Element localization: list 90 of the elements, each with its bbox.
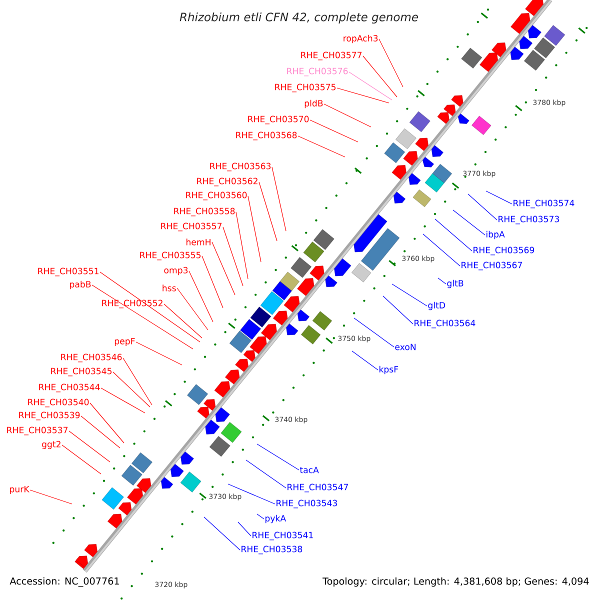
leader-line bbox=[112, 372, 150, 408]
gene-label: gltB bbox=[447, 280, 464, 288]
gene-label: RHE_CH03540 bbox=[28, 398, 89, 408]
leader-line bbox=[352, 350, 378, 370]
gene-label: hss bbox=[162, 284, 176, 292]
leader-line bbox=[204, 516, 240, 550]
leader-line bbox=[176, 288, 208, 330]
leader-line bbox=[362, 56, 398, 98]
info-text: Accession: NC_007761 bbox=[10, 577, 119, 587]
gene-label: RHE_CH03541 bbox=[252, 532, 313, 540]
leader-line bbox=[452, 210, 486, 236]
leader-line bbox=[246, 460, 286, 488]
gene-label: purK bbox=[10, 486, 30, 494]
leader-line bbox=[348, 72, 392, 100]
gene-label: omp3 bbox=[164, 266, 188, 276]
gene-label: gltD bbox=[428, 302, 446, 310]
gene-label: RHE_CH03538 bbox=[242, 546, 302, 554]
leader-line bbox=[100, 272, 200, 342]
leader-line bbox=[336, 88, 390, 104]
gene-label: RHE_CH03558 bbox=[174, 208, 235, 216]
leader-line bbox=[100, 388, 146, 414]
leader-line bbox=[392, 284, 428, 306]
gene-label: pabB bbox=[70, 280, 91, 290]
leader-line bbox=[80, 416, 120, 448]
gene-label: RHE_CH03539 bbox=[19, 412, 80, 420]
gene-label: RHE_CH03543 bbox=[276, 500, 338, 508]
leader-line bbox=[228, 484, 276, 504]
leader-line bbox=[468, 194, 498, 220]
leader-line bbox=[30, 490, 72, 504]
gene-label: RHE_CH03575 bbox=[275, 84, 336, 92]
leader-line bbox=[164, 304, 202, 338]
gene-label: RHE_CH03555 bbox=[140, 252, 201, 260]
gene-label: tacA bbox=[300, 466, 319, 474]
title: Rhizobium etli CFN 42, complete genome bbox=[180, 12, 418, 24]
leader-line bbox=[90, 402, 124, 444]
gene-label: exoN bbox=[395, 344, 416, 350]
leader-line bbox=[92, 284, 194, 350]
leader-line bbox=[68, 430, 110, 462]
leader-line bbox=[236, 212, 248, 280]
leader-line bbox=[202, 256, 224, 308]
gene-label: RHE_CH03567 bbox=[462, 262, 522, 270]
leader-line bbox=[434, 218, 472, 252]
leader-line bbox=[238, 522, 252, 536]
gene-label: RHE_CH03573 bbox=[498, 216, 560, 224]
leader-line bbox=[136, 342, 182, 366]
gene-label: kpsF bbox=[380, 366, 398, 374]
leader-line bbox=[438, 278, 446, 284]
gene-label: ropAch3 bbox=[344, 34, 378, 44]
gene-label: pldB bbox=[304, 100, 323, 108]
gene-label: RHE_CH03544 bbox=[39, 384, 100, 392]
leader-line bbox=[258, 182, 278, 242]
gene-label: RHE_CH03577 bbox=[301, 52, 362, 60]
gene-label: RHE_CH03576 bbox=[287, 68, 348, 76]
leader-line bbox=[256, 514, 264, 520]
leader-line bbox=[256, 444, 300, 470]
gene-label: pykA bbox=[265, 514, 286, 524]
gene-label: pepF bbox=[114, 338, 135, 346]
leader-line bbox=[188, 270, 214, 322]
leader-line bbox=[354, 318, 394, 348]
gene-label: hemH bbox=[186, 238, 210, 246]
leader-line bbox=[62, 444, 102, 474]
gene-label: RHE_CH03560 bbox=[186, 192, 247, 200]
gene-label: RHE_CH03545 bbox=[51, 368, 112, 376]
gene-label: ibpA bbox=[486, 230, 505, 240]
leader-line bbox=[222, 226, 244, 286]
leader-line bbox=[248, 196, 262, 262]
leader-line bbox=[422, 234, 460, 266]
leader-line bbox=[324, 104, 372, 128]
leader-line bbox=[298, 136, 346, 158]
gene-label: RHE_CH03563 bbox=[210, 162, 271, 172]
gene-label: RHE_CH03547 bbox=[288, 484, 348, 492]
leader-line bbox=[122, 358, 152, 406]
gene-label: RHE_CH03562 bbox=[197, 178, 258, 186]
gene-label: RHE_CH03568 bbox=[236, 132, 297, 140]
gene-label: RHE_CH03569 bbox=[474, 246, 534, 256]
gene-label: RHE_CH03570 bbox=[248, 116, 309, 124]
gene-label: RHE_CH03551 bbox=[38, 268, 98, 276]
gene-label: RHE_CH03574 bbox=[514, 200, 574, 208]
leader-line bbox=[378, 38, 404, 88]
gene-label: RHE_CH03546 bbox=[61, 354, 122, 362]
info-text: Topology: circular; Length: 4,381,608 bp; Genes: 4,094 bbox=[322, 577, 589, 587]
leader-line bbox=[486, 190, 512, 204]
gene-label: ggt2 bbox=[42, 440, 60, 450]
leader-line bbox=[272, 166, 286, 232]
leader-line bbox=[382, 296, 414, 324]
gene-label: RHE_CH03537 bbox=[7, 426, 68, 436]
leader-line bbox=[310, 120, 358, 142]
leader-line bbox=[212, 242, 236, 296]
gene-label: RHE_CH03557 bbox=[161, 222, 222, 232]
gene-label: RHE_CH03564 bbox=[414, 320, 476, 328]
